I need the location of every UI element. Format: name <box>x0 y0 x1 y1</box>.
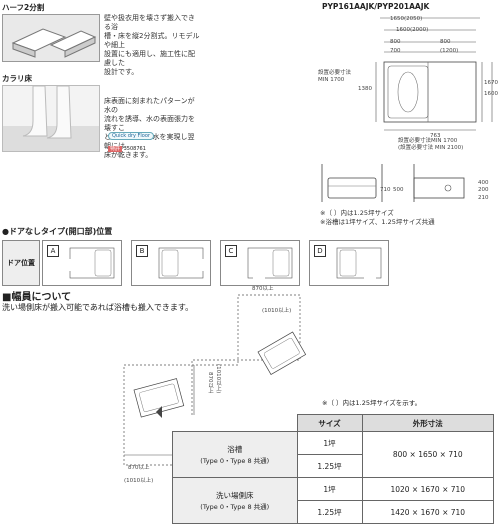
door-row-label: ドア位置 <box>2 240 40 286</box>
half-split-image <box>2 14 100 62</box>
group-bathtub: 浴槽 (Type 0・Type 8 共通) <box>172 431 298 478</box>
dim-side-125: (1010以上) <box>215 364 221 394</box>
carry-in-route-diagram <box>123 294 307 466</box>
cell-size: 1坪 <box>296 431 363 455</box>
dim-bottom-min: 870以上 <box>128 465 150 471</box>
side-elevation-drawing <box>321 164 465 202</box>
door-plan-a-icon <box>69 247 115 279</box>
header-dimensions: 外形寸法 <box>361 414 494 432</box>
dim-800-right: 800 <box>440 39 451 45</box>
dim-1200: (1200) <box>440 48 459 54</box>
quick-dry-badge: Quick dry Floor <box>108 132 154 140</box>
cell-size: 1.25坪 <box>296 454 363 478</box>
door-option-a: A <box>42 240 122 286</box>
dim-1380: 1380 <box>358 86 372 92</box>
feet-on-floor-illustration <box>3 85 99 151</box>
cell-dims: 800 × 1650 × 710 <box>361 431 494 478</box>
cell-dims: 1420 × 1670 × 710 <box>361 500 494 524</box>
dim-800-left: 800 <box>390 39 401 45</box>
dim-inner: 1600(2000) <box>396 27 429 33</box>
model-footnotes: ※（ ）内は1.25坪サイズ ※浴槽は1坪サイズ、1.25坪サイズ共通 <box>320 209 435 226</box>
half-split-title: ハーフ2分割 <box>2 3 45 12</box>
plan-drawing <box>375 17 493 131</box>
karari-title: カラリ床 <box>2 74 32 83</box>
note-min1700: 設置必要寸法 MIN 1700 <box>318 70 352 83</box>
header-size: サイズ <box>296 414 363 432</box>
dim-700: 700 <box>390 48 401 54</box>
door-plan-c-icon <box>247 247 293 279</box>
door-options-row: ドア位置 A B C D <box>2 240 398 286</box>
patent-line: 特許 3508761 <box>108 145 146 152</box>
cell-dims: 1020 × 1670 × 710 <box>361 477 494 501</box>
dim-top-125: (1010以上) <box>262 308 292 314</box>
patent-number: 3508761 <box>123 146 146 152</box>
side-dim-200: 200 <box>478 187 489 193</box>
door-option-c: C <box>220 240 300 286</box>
width-note: ※（ ）内は1.25坪サイズを示す。 <box>322 399 422 407</box>
door-plan-b-icon <box>158 247 204 279</box>
dim-overall: 1650(2050) <box>390 16 423 22</box>
patent-label: 特許 <box>108 146 123 152</box>
half-split-desc: 壁や扱衣用を壊さず搬入できる浴 槽・床を縦2分割式。リモデルや細上 設置にも適用… <box>104 14 200 76</box>
side-dim-400: 400 <box>478 180 489 186</box>
door-option-d: D <box>309 240 389 286</box>
table-row: 洗い場側床 (Type 0・Type 8 共通) 1坪 1020 × 1670 … <box>172 477 494 524</box>
cell-size: 1坪 <box>296 477 363 501</box>
spec-table: サイズ 外形寸法 浴槽 (Type 0・Type 8 共通) 1坪 800 × … <box>172 414 494 524</box>
cell-size: 1.25坪 <box>296 500 363 524</box>
door-heading: ●ドアなしタイプ(開口部)位置 <box>2 227 113 236</box>
split-bathtub-illustration <box>11 28 97 58</box>
side-dim-210: 210 <box>478 195 489 201</box>
group-floor: 洗い場側床 (Type 0・Type 8 共通) <box>172 477 298 524</box>
width-heading: ■幅員について <box>2 292 72 303</box>
table-header-row: サイズ 外形寸法 <box>172 414 494 432</box>
side-dim-710: 710 <box>380 187 391 193</box>
side-dim-500: 500 <box>393 187 404 193</box>
note-bottom: 設置必要寸法MIN 1700 (設置必要寸法 MIN 2100) <box>398 138 464 151</box>
door-plan-d-icon <box>336 247 382 279</box>
dim-side-min: 870以上 <box>207 372 213 394</box>
dim-763: 763 <box>430 133 441 139</box>
dim-1600: 1600 <box>484 91 498 97</box>
table-row: 浴槽 (Type 0・Type 8 共通) 1坪 800 × 1650 × 71… <box>172 431 494 478</box>
dim-top-min: 870以上 <box>252 286 274 292</box>
dim-1670: 1670 <box>484 80 498 86</box>
karari-image <box>2 85 100 152</box>
door-option-b: B <box>131 240 211 286</box>
model-name: PYP161AAJK/PYP201AAJK <box>322 2 430 11</box>
width-subtitle: 洗い場側床が搬入可能であれば浴槽も搬入できます。 <box>2 303 194 312</box>
dim-bottom-125: (1010以上) <box>124 478 154 484</box>
table-row: 1.25坪 <box>173 454 494 478</box>
